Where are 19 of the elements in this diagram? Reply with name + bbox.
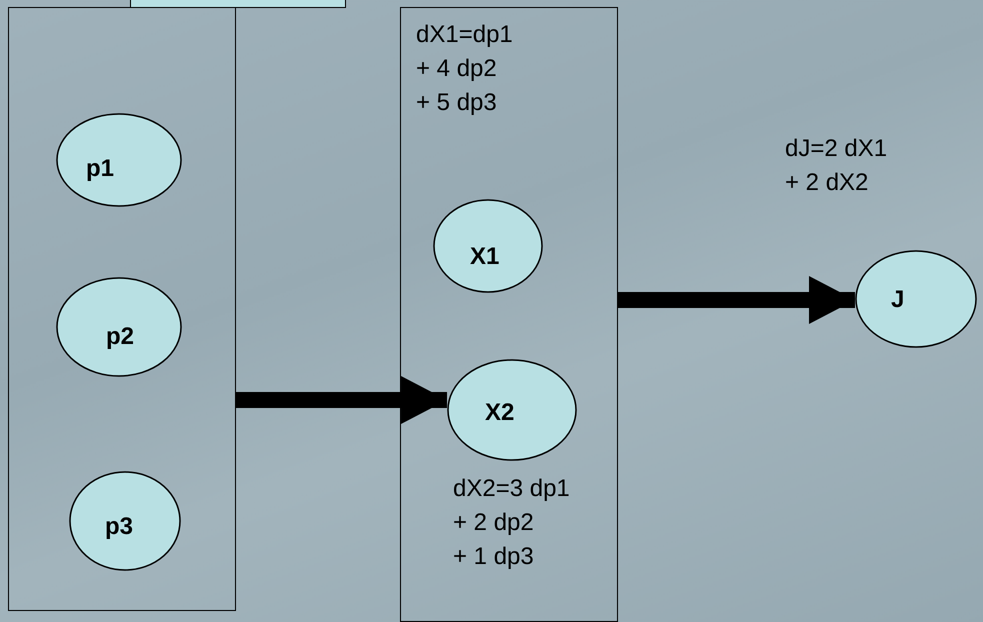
node-label: X1: [470, 243, 500, 271]
group-panel: [400, 7, 618, 622]
node-label: X2: [485, 399, 514, 427]
ellipse-node: [56, 113, 182, 207]
node-label: p3: [105, 513, 134, 541]
ellipse-node: [56, 277, 182, 377]
ellipse-node: [433, 199, 543, 293]
formula-text: dJ=2 dX1 + 2 dX2: [785, 134, 888, 198]
formula-text: dX2=3 dp1 + 2 dp2 + 1 dp3: [453, 474, 570, 572]
arrow: [236, 376, 448, 424]
ellipse-node: [855, 250, 977, 348]
ellipse-node: [447, 359, 577, 461]
group-panel: [8, 7, 236, 611]
node-label: p1: [86, 155, 114, 183]
node-label: p2: [106, 323, 134, 351]
formula-text: dX1=dp1 + 4 dp2 + 5 dp3: [416, 20, 513, 118]
arrow: [618, 276, 856, 324]
node-label: J: [891, 286, 904, 314]
ellipse-node: [69, 471, 181, 571]
